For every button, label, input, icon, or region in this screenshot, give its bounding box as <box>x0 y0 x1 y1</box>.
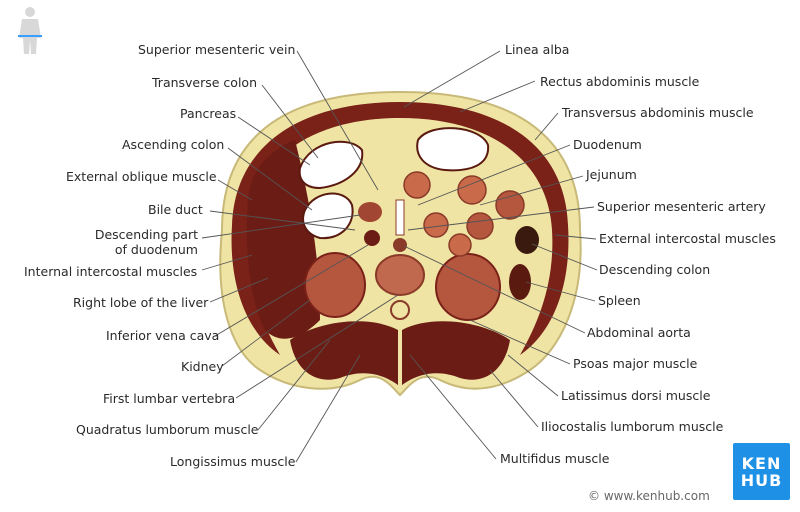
label-inferior-vena-cava: Inferior vena cava <box>106 328 220 343</box>
bowel-loop <box>495 190 525 220</box>
label-longissimus-muscle: Longissimus muscle <box>170 454 296 469</box>
ascending-colon-gas <box>302 192 354 240</box>
label-psoas-major-muscle: Psoas major muscle <box>573 356 698 371</box>
label-linea-alba: Linea alba <box>505 42 570 57</box>
label-right-lobe-of-the-liver: Right lobe of the liver <box>73 295 209 310</box>
label-transverse-colon: Transverse colon <box>152 75 257 90</box>
label-transversus-abdominis-muscle: Transversus abdominis muscle <box>562 105 754 120</box>
logo-line-2: HUB <box>740 470 783 490</box>
label-rectus-abdominis-muscle: Rectus abdominis muscle <box>540 74 700 89</box>
leader-lines <box>201 50 598 463</box>
label-spleen: Spleen <box>598 293 641 308</box>
back-muscles-left <box>402 321 510 385</box>
label-pancreas: Pancreas <box>180 106 237 121</box>
label-duodenum: Duodenum <box>573 137 642 152</box>
spinal-canal <box>390 300 410 320</box>
label-quadratus-lumborum-muscle: Quadratus lumborum muscle <box>76 422 259 437</box>
label-kidney: Kidney <box>181 359 224 374</box>
label-external-oblique-muscle: External oblique muscle <box>66 169 217 184</box>
vertebra-shape <box>375 254 425 296</box>
label-jejunum: Jejunum <box>586 167 637 182</box>
left-kidney-shape <box>435 253 501 321</box>
body-figure-icon <box>18 7 42 54</box>
label-descending-colon: Descending colon <box>599 262 711 277</box>
label-bile-duct: Bile duct <box>148 202 203 217</box>
logo-line-1: KEN <box>741 453 782 473</box>
descending-colon-shape <box>515 226 539 254</box>
label-superior-mesenteric-artery: Superior mesenteric artery <box>597 199 766 214</box>
bowel-loop <box>448 233 472 257</box>
bowel-loop <box>457 175 487 205</box>
bowel-loop <box>466 212 494 240</box>
right-kidney-shape <box>304 252 366 318</box>
duodenum-shape <box>358 202 382 222</box>
bowel-loop <box>403 171 431 199</box>
label-superior-mesenteric-vein: Superior mesenteric vein <box>138 42 296 57</box>
spleen-shape <box>509 264 531 300</box>
label-first-lumbar-vertebra: First lumbar vertebra <box>103 391 236 406</box>
bowel-gas-right <box>416 127 490 172</box>
label-iliocostalis-lumborum-muscle: Iliocostalis lumborum muscle <box>541 419 724 434</box>
liver-region <box>246 140 320 339</box>
label-internal-intercostal-muscles: Internal intercostal muscles <box>24 264 198 279</box>
copyright-text[interactable]: © www.kenhub.com <box>588 489 710 503</box>
aorta-shape <box>393 238 407 252</box>
kenhub-logo[interactable]: KEN HUB <box>733 443 790 500</box>
label-multifidus-muscle: Multifidus muscle <box>500 451 610 466</box>
label-ascending-colon: Ascending colon <box>122 137 225 152</box>
label-abdominal-aorta: Abdominal aorta <box>587 325 691 340</box>
label-external-intercostal-muscles: External intercostal muscles <box>599 231 776 246</box>
back-muscles <box>290 321 398 385</box>
linea-alba-mark <box>395 199 405 236</box>
bowel-loop <box>423 212 449 238</box>
label-latissimus-dorsi-muscle: Latissimus dorsi muscle <box>561 388 711 403</box>
vena-cava-shape <box>364 230 380 246</box>
transverse-colon-gas <box>298 140 364 190</box>
